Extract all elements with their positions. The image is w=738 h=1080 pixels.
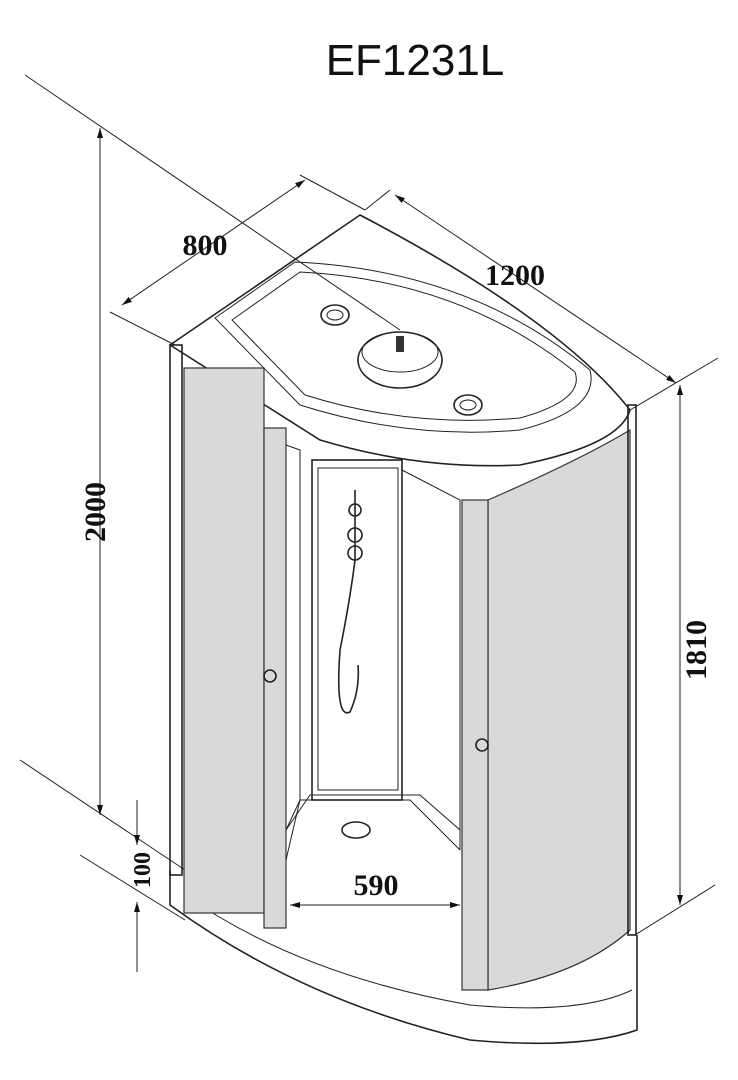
- shower-cabin: [168, 214, 638, 1045]
- model-title: EF1231L: [326, 36, 505, 85]
- dimension-2000: 2000: [79, 128, 112, 815]
- dimension-590: 590: [290, 869, 460, 908]
- dimension-100: 100: [130, 800, 156, 972]
- dimension-1810: 1810: [677, 385, 713, 905]
- left-glass-panel: [183, 367, 265, 914]
- dimension-label-1810: 1810: [680, 620, 713, 680]
- right-glass-panel: [487, 428, 631, 991]
- door-handle-left: [263, 669, 277, 683]
- shower-hose: [337, 490, 360, 714]
- drain-icon: [341, 821, 371, 839]
- dimension-1200: 1200: [394, 194, 677, 384]
- dimension-label-100: 100: [130, 852, 156, 888]
- dimension-800: 800: [121, 179, 306, 306]
- roof: [168, 214, 631, 467]
- door-handle-right: [475, 738, 489, 752]
- dimension-label-2000: 2000: [79, 482, 112, 542]
- dimension-label-590: 590: [354, 869, 399, 902]
- dimension-label-800: 800: [183, 229, 228, 262]
- vent-icon: [320, 304, 350, 326]
- shower-tray: [169, 870, 638, 1045]
- light-icon: [453, 394, 483, 416]
- dimension-label-1200: 1200: [485, 259, 545, 292]
